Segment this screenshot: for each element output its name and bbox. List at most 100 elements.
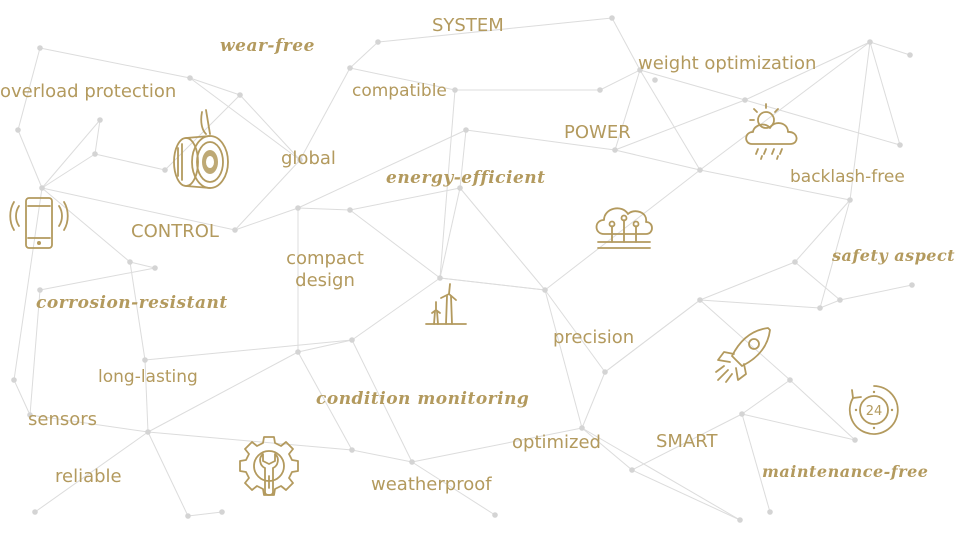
term-compatible: compatible bbox=[352, 81, 447, 101]
network-edge bbox=[819, 199, 851, 309]
network-edge bbox=[129, 261, 156, 269]
network-node bbox=[909, 282, 915, 288]
network-edge bbox=[34, 431, 149, 513]
network-node bbox=[232, 227, 238, 233]
term-sensors: sensors bbox=[28, 409, 98, 430]
network-edge bbox=[639, 69, 746, 101]
network-node bbox=[375, 39, 381, 45]
network-node bbox=[867, 39, 873, 45]
weather-cloud-icon bbox=[742, 100, 802, 162]
network-edge bbox=[297, 129, 467, 209]
network-node bbox=[897, 142, 903, 148]
smartphone-icon bbox=[8, 192, 70, 254]
network-node bbox=[492, 512, 498, 518]
network-node bbox=[295, 205, 301, 211]
rocket-icon bbox=[712, 324, 774, 386]
network-edge bbox=[144, 339, 353, 361]
network-edge bbox=[741, 413, 771, 513]
network-edge bbox=[147, 351, 299, 433]
network-edge bbox=[41, 187, 131, 263]
network-edge bbox=[94, 119, 101, 155]
network-node bbox=[852, 437, 858, 443]
wind-turbine-icon bbox=[422, 280, 470, 330]
term-condition-monitoring: condition monitoring bbox=[316, 389, 530, 409]
wrench-gear-icon bbox=[236, 430, 302, 504]
network-edge bbox=[639, 69, 701, 171]
network-node bbox=[187, 75, 193, 81]
brake-component-icon bbox=[166, 104, 232, 196]
term-maintenance-free: maintenance-free bbox=[762, 462, 929, 481]
network-edge bbox=[439, 277, 546, 291]
network-node bbox=[837, 297, 843, 303]
network-edge bbox=[581, 427, 741, 521]
network-edge bbox=[297, 351, 353, 451]
network-edge bbox=[794, 199, 851, 263]
term-overload-protection: overload protection bbox=[0, 81, 177, 102]
term-corrosion-resistant: corrosion-resistant bbox=[36, 293, 228, 313]
network-edge bbox=[297, 339, 353, 353]
network-edge bbox=[351, 449, 413, 463]
network-node bbox=[185, 513, 191, 519]
network-edge bbox=[351, 277, 441, 341]
network-edge bbox=[17, 47, 41, 131]
network-node bbox=[297, 157, 303, 163]
network-node bbox=[92, 151, 98, 157]
network-edge bbox=[349, 67, 456, 91]
network-edge bbox=[411, 427, 583, 463]
svg-text:24: 24 bbox=[866, 404, 883, 419]
network-node bbox=[542, 287, 548, 293]
network-edge bbox=[349, 41, 379, 69]
network-edge bbox=[699, 299, 791, 381]
network-node bbox=[629, 467, 635, 473]
network-edge bbox=[794, 261, 841, 301]
network-edge bbox=[349, 187, 461, 211]
network-edge bbox=[41, 153, 96, 189]
network-edge bbox=[611, 17, 641, 71]
network-edge bbox=[234, 207, 299, 231]
cloud-network-icon bbox=[592, 200, 656, 256]
term-weight-optimization: weight optimization bbox=[638, 53, 817, 74]
network-edge bbox=[465, 129, 616, 151]
network-edge bbox=[599, 69, 641, 91]
network-edge bbox=[631, 469, 741, 521]
network-edge bbox=[459, 129, 467, 189]
network-edge bbox=[13, 379, 31, 416]
network-edge bbox=[377, 17, 613, 43]
network-node bbox=[609, 15, 615, 21]
network-edge bbox=[147, 431, 353, 451]
network-edge bbox=[144, 359, 149, 433]
network-node bbox=[32, 509, 38, 515]
network-edge bbox=[631, 413, 743, 471]
network-edge bbox=[297, 207, 351, 211]
network-edge bbox=[699, 169, 851, 201]
network-node bbox=[597, 87, 603, 93]
network-edge bbox=[13, 187, 43, 381]
network-node bbox=[27, 412, 33, 418]
network-node bbox=[437, 275, 443, 281]
network-node bbox=[152, 265, 158, 271]
network-edge bbox=[849, 41, 871, 201]
network-edge bbox=[239, 94, 301, 161]
network-edge bbox=[869, 41, 911, 56]
network-edge bbox=[699, 299, 821, 309]
network-node bbox=[127, 259, 133, 265]
network-edge bbox=[41, 187, 236, 231]
network-node bbox=[739, 411, 745, 417]
network-node bbox=[11, 377, 17, 383]
network-node bbox=[142, 357, 148, 363]
network-edge bbox=[741, 379, 791, 415]
network-node bbox=[602, 369, 608, 375]
network-node bbox=[37, 45, 43, 51]
network-edge bbox=[544, 169, 701, 291]
network-node bbox=[409, 459, 415, 465]
network-edge bbox=[741, 413, 856, 441]
network-node bbox=[349, 447, 355, 453]
network-node bbox=[452, 87, 458, 93]
network-node bbox=[15, 127, 21, 133]
network-node bbox=[349, 337, 355, 343]
network-node bbox=[219, 509, 225, 515]
network-edge bbox=[614, 149, 701, 171]
term-compact-design: compact design bbox=[286, 248, 364, 291]
network-edge bbox=[439, 187, 461, 279]
